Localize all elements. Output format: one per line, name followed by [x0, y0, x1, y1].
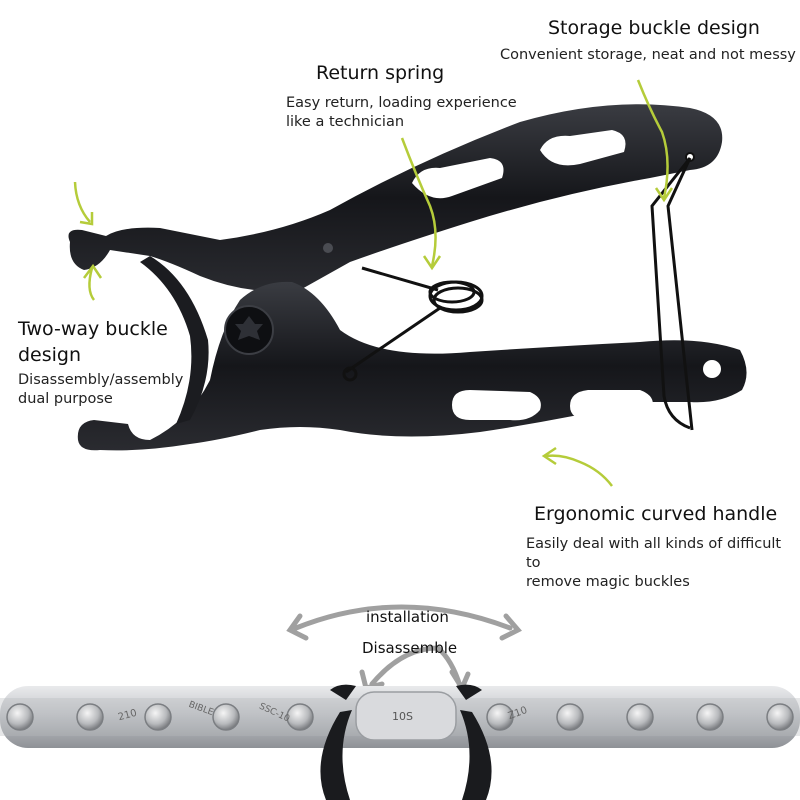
direction-arrows [286, 604, 522, 694]
accent-arrows [73, 79, 674, 487]
return-spring-desc: Easy return, loading experience like a t… [286, 95, 517, 130]
installation-label: installation [366, 608, 449, 626]
disassemble-label: Disassemble [362, 639, 458, 657]
ergonomic-handle-desc: Easily deal with all kinds of difficult … [526, 536, 782, 590]
storage-buckle-title: Storage buckle design [548, 17, 760, 39]
two-way-buckle-desc: Disassembly/assembly dual purpose [18, 372, 184, 407]
storage-buckle-desc: Convenient storage, neat and not messy [500, 47, 796, 63]
link-mark-10s: 10S [392, 710, 413, 723]
ergonomic-handle-title: Ergonomic curved handle [534, 503, 778, 525]
bike-chain [0, 684, 800, 800]
return-spring-title: Return spring [316, 62, 445, 84]
lower-handle [77, 281, 747, 451]
return-spring [342, 266, 484, 382]
two-way-buckle-title: Two-way buckle design [18, 318, 168, 366]
upper-handle [68, 104, 723, 292]
storage-buckle-wire [650, 157, 694, 431]
jaw [140, 256, 209, 424]
